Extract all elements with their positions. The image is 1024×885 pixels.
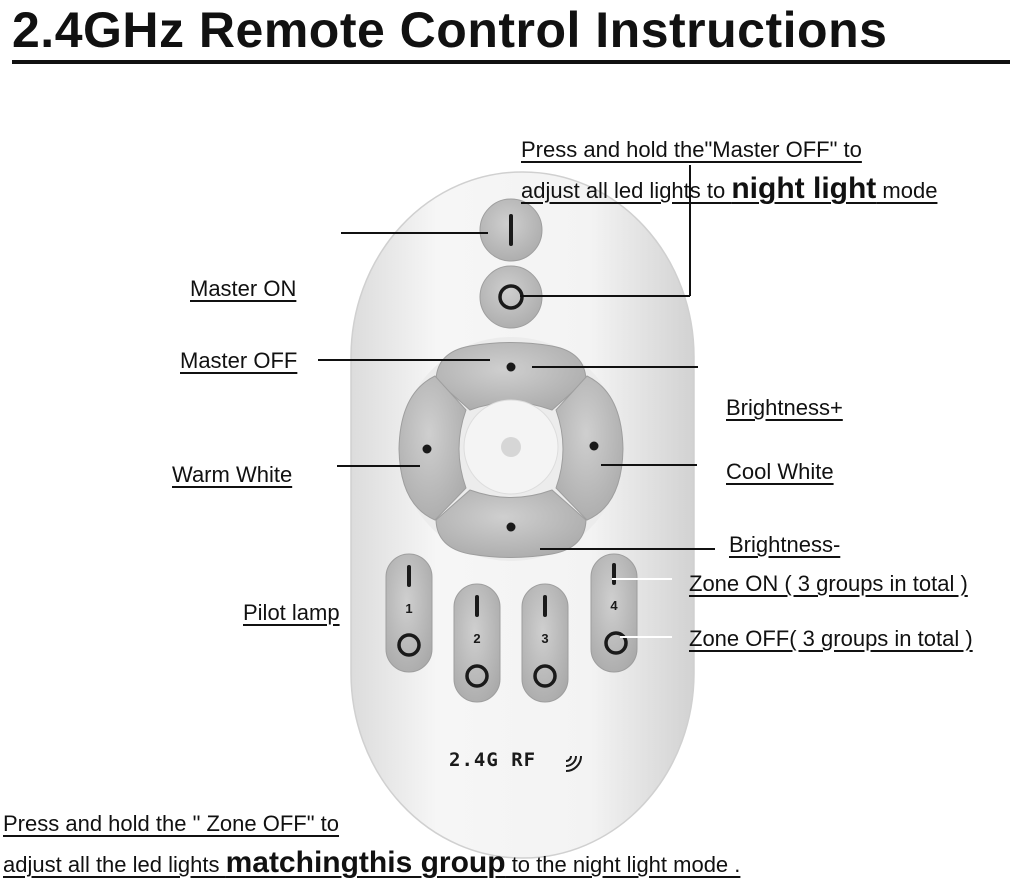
master-on-button[interactable] [479,198,543,262]
label-cool-white: Cool White [726,459,834,484]
label-zone-off: Zone OFF( 3 groups in total ) [689,626,973,651]
label-warm-white: Warm White [172,462,293,487]
label-brightness-minus: Brightness- [729,532,841,557]
zone-3-number: 3 [541,631,548,646]
master-off-note-line2-pre: adjust all led lights to [521,178,732,203]
zone-4-button[interactable] [590,553,638,673]
zone-off-note-line2-pre: adjust all the led lights [3,852,226,877]
zone-leader-lines [612,578,672,638]
brightness-minus-button[interactable] [435,489,587,558]
zone-4-number: 4 [610,598,618,613]
zone-off-note-line2-bold: matchingthis group [225,846,506,879]
page-title: 2.4GHz Remote Control Instructions [12,2,888,58]
zone-1-button[interactable] [385,553,433,673]
master-off-note-line1: Press and hold the"Master OFF" to [521,137,862,162]
zone-off-note-line2: adjust all the led lights matchingthis g… [3,846,740,882]
zone-off-note-line1: Press and hold the " Zone OFF" to [3,811,340,836]
label-brightness-plus: Brightness+ [726,395,843,420]
label-pilot-lamp: Pilot lamp [243,600,340,625]
label-master-on: Master ON [190,276,297,301]
zone-3-button[interactable] [521,583,569,703]
zone-1-number: 1 [405,601,412,616]
wireless-signal-icon [565,755,582,772]
title-underline [12,60,1010,64]
leader-lines [318,165,715,550]
master-off-note-line2: adjust all led lights to night light mod… [521,172,937,208]
zone-2-number: 2 [473,631,480,646]
label-master-off: Master OFF [180,348,298,373]
zone-2-button[interactable] [453,583,501,703]
master-off-note-line2-bold: night light [731,172,877,205]
zone-off-note-line2-post: to the night light mode . [505,852,741,877]
warm-white-button[interactable] [398,375,467,521]
pilot-lamp-icon [501,437,521,457]
label-zone-on: Zone ON ( 3 groups in total ) [689,571,968,596]
cool-white-button[interactable] [555,375,624,521]
brand-text: 2.4G RF [449,749,536,771]
master-off-note-line2-post: mode [876,178,938,203]
